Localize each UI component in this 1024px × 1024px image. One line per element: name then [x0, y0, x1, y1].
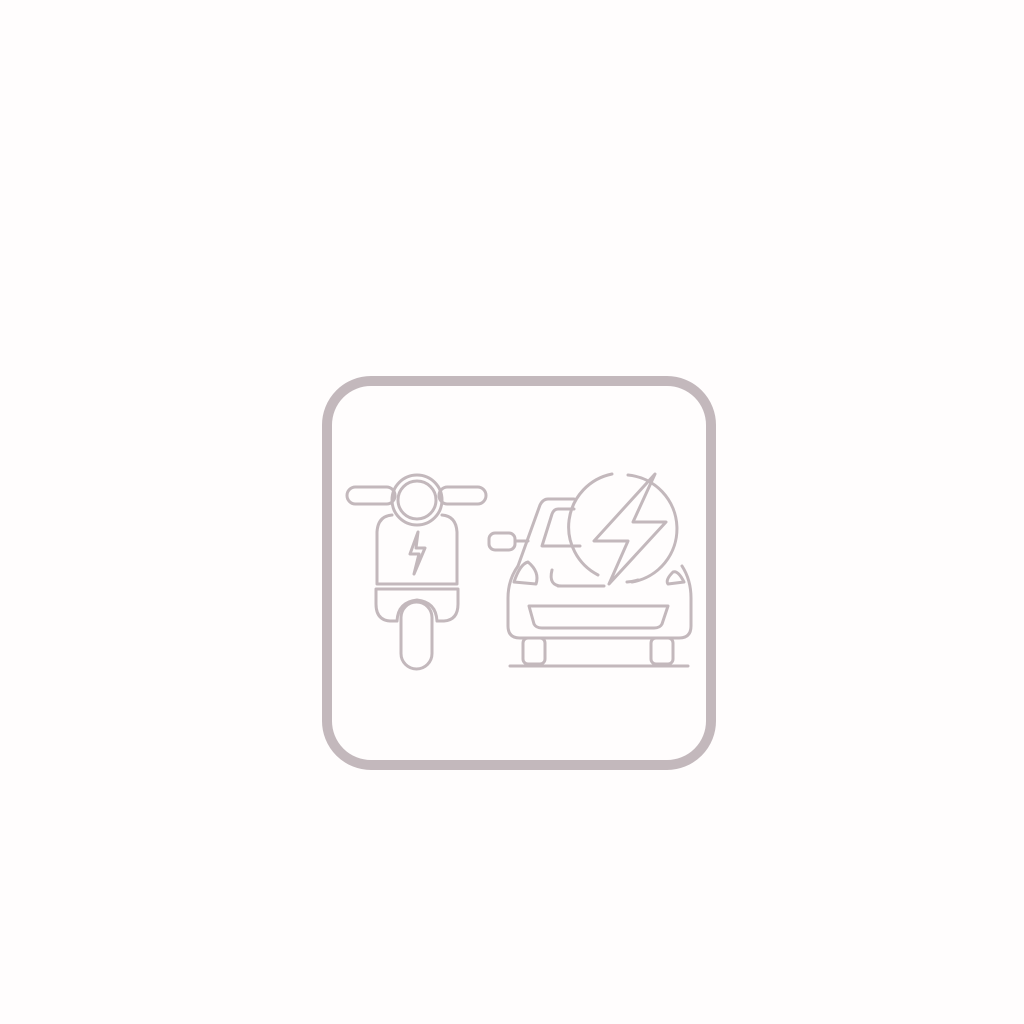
electric-car-icon [487, 497, 693, 668]
lightning-bolt-icon [567, 472, 679, 586]
scooter-lightning-bolt-icon [408, 530, 427, 576]
electric-vehicles-icon-svg [322, 376, 716, 770]
electric-scooter-icon [345, 473, 488, 671]
electric-vehicles-icon [322, 376, 716, 770]
icon-frame [322, 376, 716, 770]
